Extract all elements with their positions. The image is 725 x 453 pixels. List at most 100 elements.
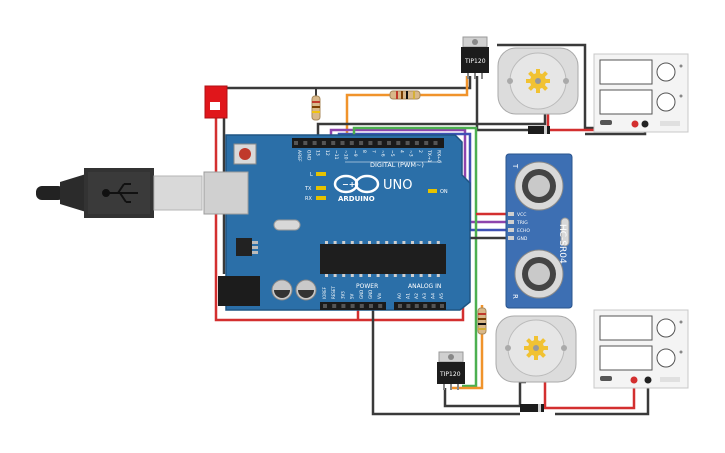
chip-pin xyxy=(333,274,337,277)
digital-pin-hole[interactable] xyxy=(321,141,326,145)
chip-pin xyxy=(376,274,380,277)
chip-pin xyxy=(359,241,363,244)
sensor-pin-label: VCC xyxy=(517,212,526,218)
wire-green xyxy=(352,126,478,388)
sensor-pin-label: TRIG xyxy=(516,220,528,226)
sensor-pin-label: ECHO xyxy=(517,228,530,234)
chip-pin xyxy=(411,241,414,244)
digital-pin-label: GND xyxy=(305,150,311,161)
digital-pin-hole[interactable] xyxy=(405,141,410,145)
chip-pin xyxy=(428,274,432,277)
power-jack xyxy=(218,276,260,306)
digital-pin-hole[interactable] xyxy=(377,141,382,145)
power-pin-label: IOREF xyxy=(322,286,327,299)
analog-pin-label: A5 xyxy=(439,293,445,299)
power-pin-hole[interactable] xyxy=(332,304,337,308)
dc-motor-bottom xyxy=(495,315,577,383)
board-leds: L TX RX ON xyxy=(304,172,448,202)
digital-pin-hole[interactable] xyxy=(303,141,308,145)
chip-pin xyxy=(436,274,440,277)
power-supply-top xyxy=(593,53,689,133)
chip-pin xyxy=(385,274,389,277)
digital-pin-hole[interactable] xyxy=(359,141,364,145)
chip-pin xyxy=(419,274,423,277)
power-pin-hole[interactable] xyxy=(350,304,355,308)
chip-pin xyxy=(325,274,328,277)
digital-header xyxy=(292,138,444,148)
digital-pin-hole[interactable] xyxy=(424,141,429,145)
digital-pin-label: ~11 xyxy=(333,150,339,160)
analog-pin-hole[interactable] xyxy=(440,304,444,308)
sensor-crystal xyxy=(560,217,570,247)
digital-pin-label: ~10 xyxy=(343,150,349,160)
chip-pin xyxy=(359,274,363,277)
sensor-mark-r: R xyxy=(511,294,519,299)
board-model: UNO xyxy=(383,178,412,193)
digital-pin-hole[interactable] xyxy=(368,141,373,145)
arduino-logo: −+ xyxy=(333,174,380,194)
diode-bottom xyxy=(520,404,544,412)
analog-pin-hole[interactable] xyxy=(423,304,428,308)
chip-pin xyxy=(350,274,354,277)
power-pin-label: GND xyxy=(368,290,373,299)
analog-pin-hole[interactable] xyxy=(398,304,402,308)
led-label-tx: TX xyxy=(304,186,312,192)
power-pin-label: RESET xyxy=(331,286,336,299)
supply-bottom-negative-terminal[interactable] xyxy=(644,376,652,384)
digital-pin-hole[interactable] xyxy=(349,141,354,145)
wire-red-motor-bottom xyxy=(543,380,636,410)
analog-pin-label: A4 xyxy=(431,293,437,299)
digital-pin-hole[interactable] xyxy=(312,141,317,145)
digital-pin-hole[interactable] xyxy=(414,141,419,145)
chip-pin xyxy=(333,241,337,244)
digital-pin-label: 4 xyxy=(398,150,404,153)
chip-pin xyxy=(368,274,371,277)
supply-top-negative-terminal[interactable] xyxy=(641,120,649,128)
digital-pin-hole[interactable] xyxy=(387,141,391,145)
resistor-bottom xyxy=(477,307,487,335)
chip-pin xyxy=(393,241,397,244)
supply-top-positive-terminal[interactable] xyxy=(631,120,639,128)
supply-bottom-positive-terminal[interactable] xyxy=(630,376,638,384)
power-pin-hole[interactable] xyxy=(369,304,373,308)
digital-pin-hole[interactable] xyxy=(331,141,336,145)
digital-pin-hole[interactable] xyxy=(294,141,298,145)
analog-header xyxy=(394,302,446,310)
power-header-label: POWER xyxy=(356,283,378,290)
chip-pin xyxy=(325,241,328,244)
digital-pin-label: 13 xyxy=(315,150,321,156)
chip-pin xyxy=(350,241,354,244)
power-pin-hole[interactable] xyxy=(378,304,383,308)
power-supply-bottom xyxy=(593,309,689,389)
chip-pin xyxy=(419,241,423,244)
tip120-bottom: TIP120 xyxy=(437,351,465,390)
power-pin-hole[interactable] xyxy=(341,304,346,308)
sensor-pin[interactable] xyxy=(508,236,514,240)
chip-pin xyxy=(402,274,406,277)
power-pin-hole[interactable] xyxy=(359,304,364,308)
sensor-pin[interactable] xyxy=(508,220,514,224)
logo-symbol: −+ xyxy=(342,180,355,189)
analog-pin-hole[interactable] xyxy=(414,304,419,308)
reset-button-cap[interactable] xyxy=(239,148,251,160)
digital-pin-hole[interactable] xyxy=(340,141,345,145)
chip-pin xyxy=(376,241,380,244)
chip-pin xyxy=(385,241,389,244)
sensor-pin[interactable] xyxy=(508,228,514,232)
analog-pin-hole[interactable] xyxy=(431,304,436,308)
power-pin-hole[interactable] xyxy=(323,304,327,308)
slide-switch[interactable] xyxy=(204,85,228,119)
chip-pin xyxy=(411,274,414,277)
digital-pin-label: 8 xyxy=(361,150,367,153)
analog-pin-label: A1 xyxy=(405,293,411,299)
tip120-bottom-label: TIP120 xyxy=(439,371,461,378)
digital-pin-hole[interactable] xyxy=(433,141,438,145)
sensor-pin[interactable] xyxy=(508,212,514,216)
voltage-regulator xyxy=(236,238,252,256)
digital-pin-label: 2 xyxy=(417,150,423,153)
analog-pin-hole[interactable] xyxy=(406,304,411,308)
digital-pin-label: ~9 xyxy=(352,150,358,157)
digital-pin-hole[interactable] xyxy=(396,141,401,145)
